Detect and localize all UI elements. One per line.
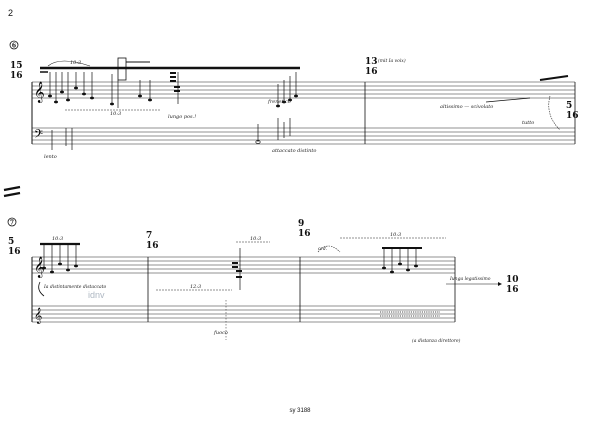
svg-text:9: 9	[298, 219, 304, 229]
svg-text:7: 7	[146, 231, 152, 241]
svg-text:lungo pos.!: lungo pos.!	[168, 114, 196, 120]
page-footer: sy 3188	[289, 408, 311, 414]
bass-clef-icon: 𝄢	[34, 129, 43, 144]
svg-text:16: 16	[566, 111, 579, 121]
system-separator	[3, 185, 21, 198]
svg-text:lento: lento	[44, 154, 57, 160]
svg-text:Iunga legatissimo: Iunga legatissimo	[449, 276, 491, 282]
svg-text:fuoco: fuoco	[213, 330, 228, 336]
grace-box	[117, 57, 127, 81]
svg-text:16: 16	[365, 67, 378, 77]
chord-cluster	[170, 72, 180, 92]
time-signature-15-16: 15 16	[10, 61, 23, 81]
page-number: 2	[8, 8, 14, 18]
rehearsal-mark-7: 7	[7, 217, 17, 227]
time-signature-9-16: 9 16	[298, 219, 311, 239]
svg-text:ord.: ord.	[318, 246, 328, 252]
svg-text:(a distanza direttore): (a distanza direttore)	[412, 337, 461, 344]
svg-text:7: 7	[10, 220, 14, 227]
rehearsal-mark-6: 6	[9, 40, 19, 50]
svg-text:altissimo — scivolato: altissimo — scivolato	[440, 104, 493, 110]
svg-text:16: 16	[10, 71, 23, 81]
rehearsal-label: 6	[12, 43, 16, 50]
treble-clef-icon: 𝄞	[34, 82, 45, 103]
notes-cluster-1	[49, 72, 93, 102]
svg-text:10:3: 10:3	[70, 60, 81, 66]
svg-text:Ia distintamente distaccato: Ia distintamente distaccato	[43, 284, 107, 290]
staff-upper-2	[32, 256, 455, 274]
staff-lower-2	[32, 305, 455, 323]
svg-text:10:3: 10:3	[52, 236, 63, 242]
svg-text:10:3: 10:3	[250, 236, 261, 242]
svg-text:5: 5	[566, 101, 572, 111]
treble-clef-icon-2: 𝄞	[34, 257, 45, 278]
svg-text:12:3: 12:3	[190, 284, 201, 290]
watermark-logo: idnv	[88, 290, 105, 300]
svg-text:frenetico: frenetico	[267, 99, 291, 105]
svg-text:16: 16	[146, 241, 159, 251]
svg-text:10: 10	[506, 275, 519, 285]
svg-text:(mit Ia voix): (mit Ia voix)	[378, 57, 406, 64]
svg-text:16: 16	[8, 247, 21, 257]
svg-text:16: 16	[506, 285, 519, 295]
svg-text:10:3: 10:3	[390, 232, 401, 238]
svg-text:attaccato distinto: attaccato distinto	[272, 148, 316, 154]
svg-text:tutto: tutto	[522, 120, 534, 126]
time-signature-13-16: 13 16 (mit Ia voix)	[365, 57, 406, 77]
svg-text:5: 5	[8, 237, 14, 247]
staff-upper-1	[32, 81, 575, 99]
time-signature-10-16: 10 16	[506, 275, 519, 295]
time-signature-5-16: 5 16	[566, 101, 579, 121]
time-signature-7-16: 7 16	[146, 231, 159, 251]
svg-text:10:3: 10:3	[110, 111, 121, 117]
time-signature-5-16-b: 5 16	[8, 237, 21, 257]
treble-clef-icon-3: 𝄞	[34, 308, 42, 324]
svg-text:13: 13	[365, 57, 378, 67]
svg-text:16: 16	[298, 229, 311, 239]
staff-lower-1	[32, 127, 575, 145]
svg-text:15: 15	[10, 61, 23, 71]
